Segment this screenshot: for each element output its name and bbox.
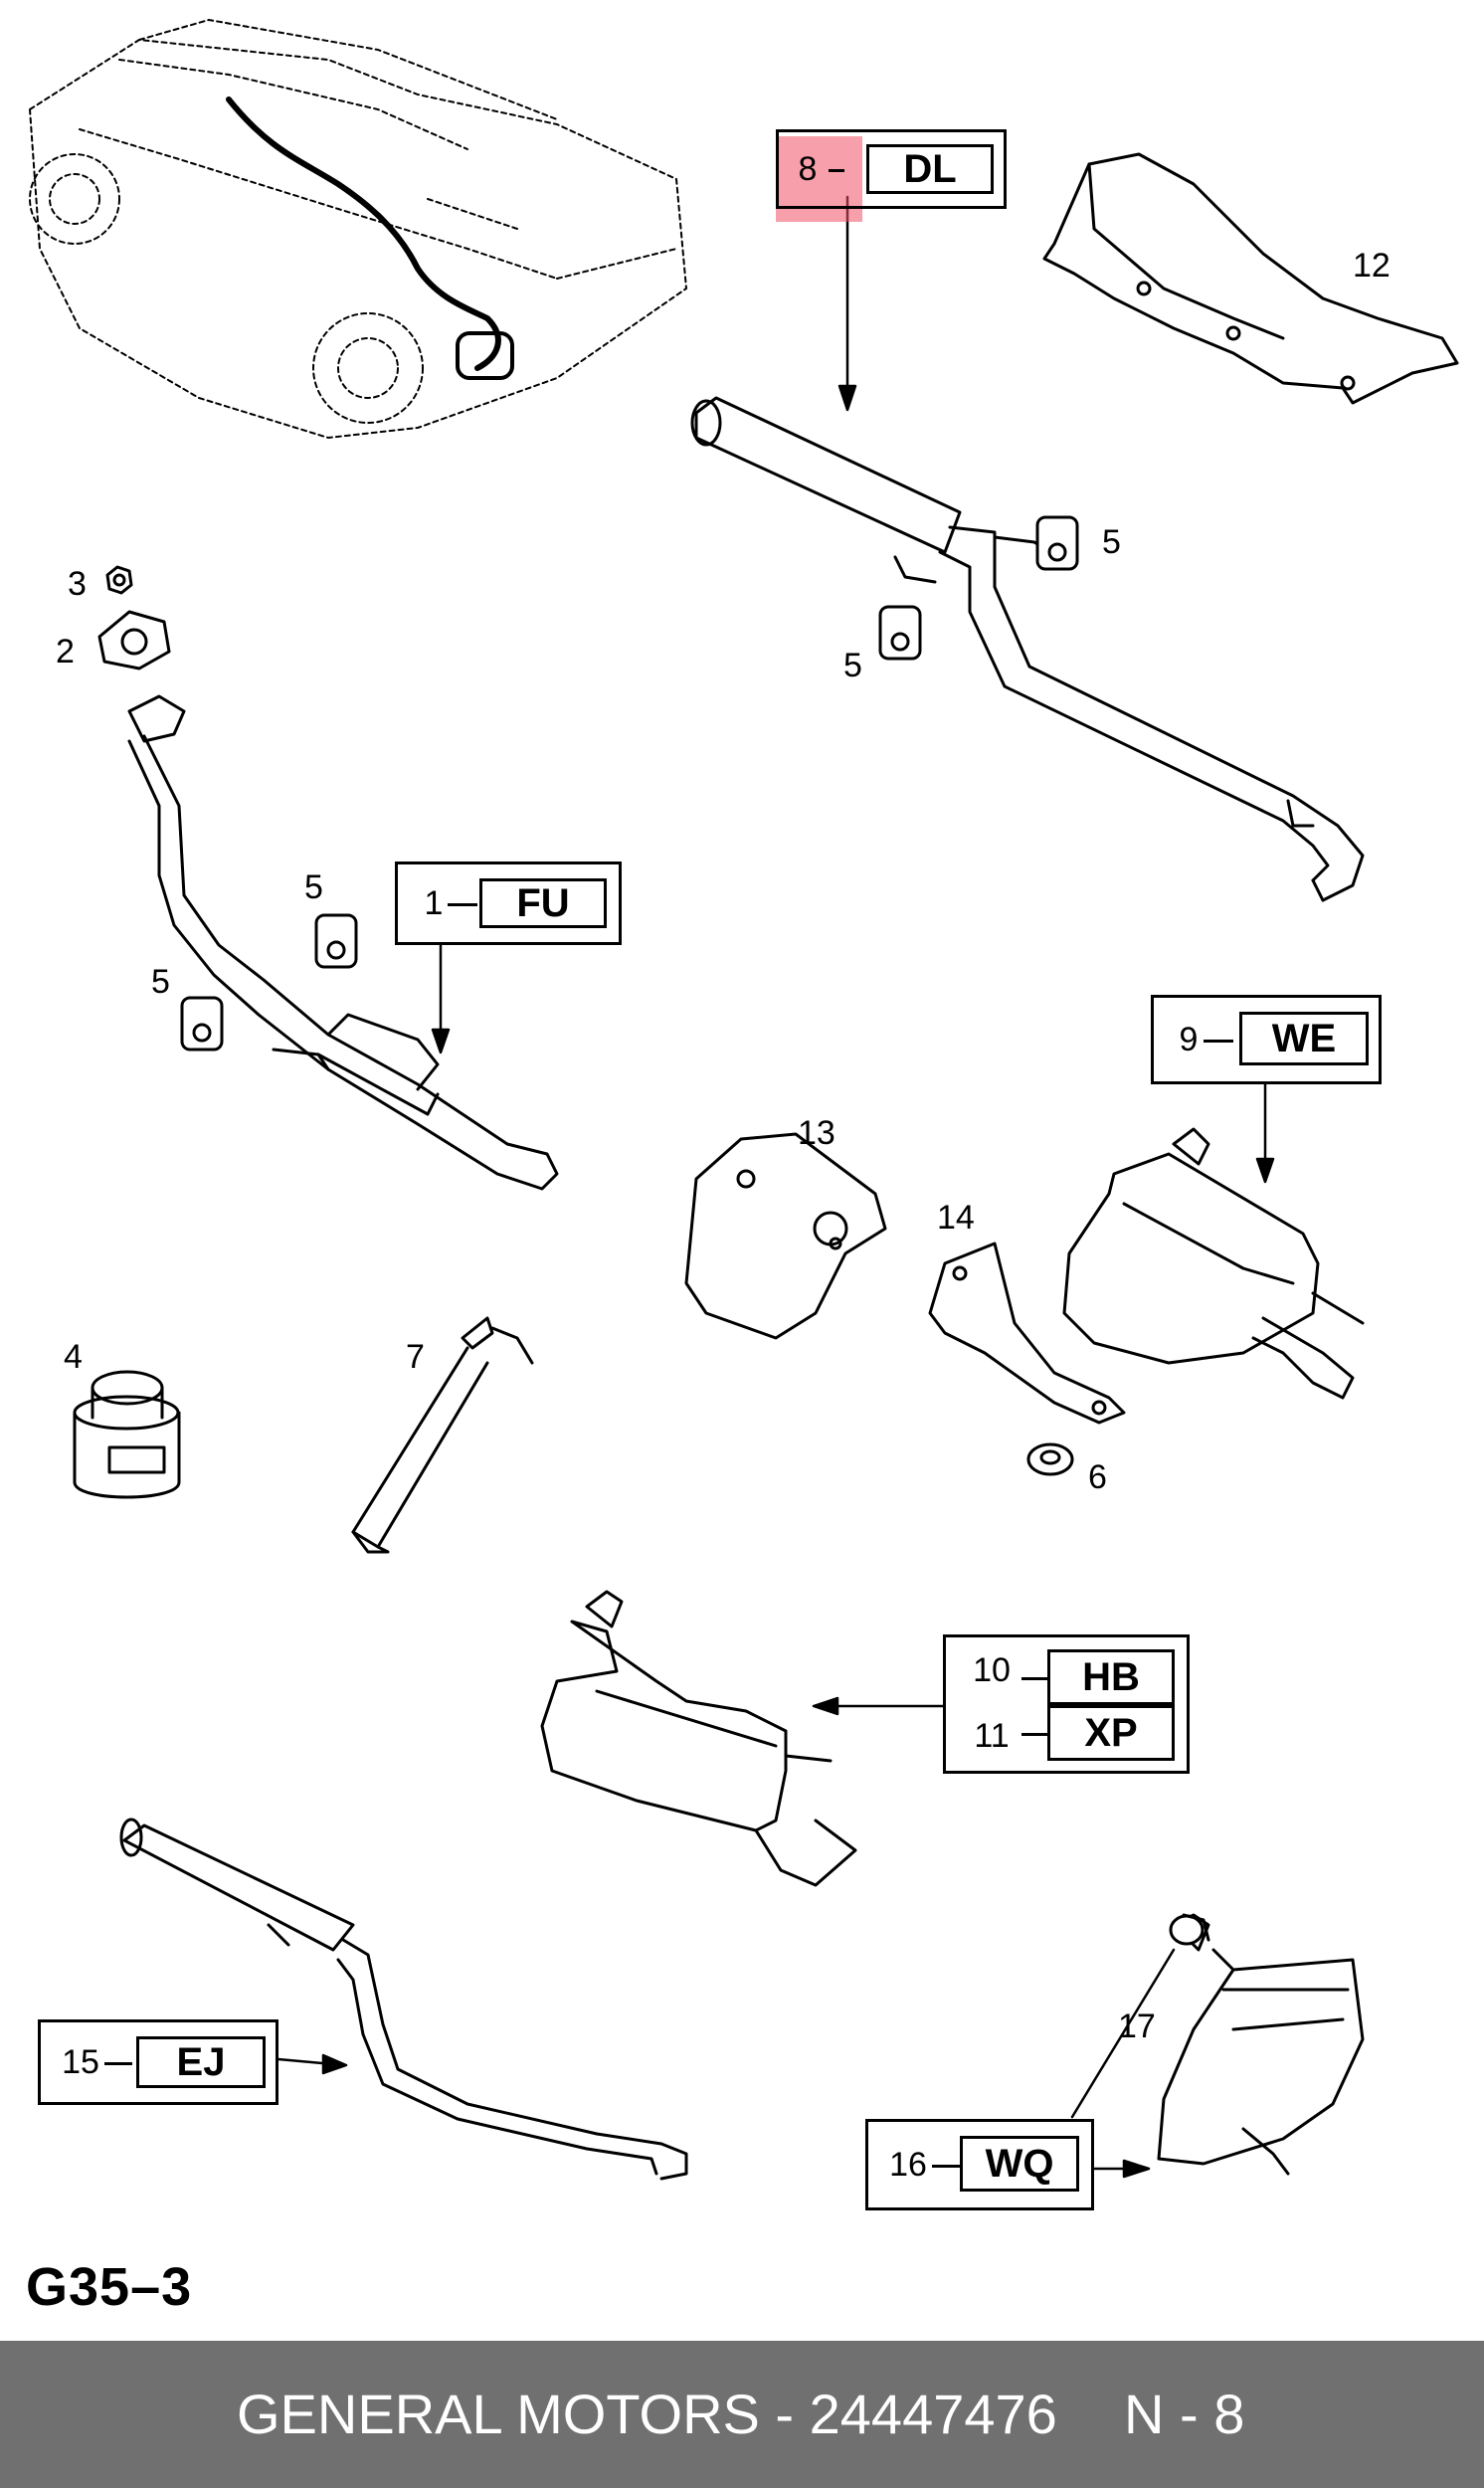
part-label-2: 2: [56, 633, 75, 670]
sealant-can-4: [73, 1370, 181, 1499]
clamp-17: [1169, 1913, 1210, 1946]
part-label-5: 5: [1102, 523, 1121, 561]
callout-tick: [104, 2062, 132, 2065]
callout-number: 1: [424, 883, 444, 922]
part-label-13: 13: [798, 1114, 835, 1152]
callout-tick: [932, 2165, 960, 2168]
part-label-4: 4: [64, 1338, 83, 1376]
callout-code: HB: [1047, 1649, 1175, 1705]
leader-lines: [277, 195, 1275, 2179]
part-label-5: 5: [151, 963, 170, 1001]
front-pipe-catalytic-converter-fu: [127, 694, 559, 1191]
callout-number: 10: [973, 1650, 1011, 1689]
footer-page-reference: N - 8: [1124, 2383, 1245, 2445]
callout-code: WE: [1239, 1012, 1369, 1065]
part-label-14: 14: [937, 1199, 975, 1237]
callout-code: EJ: [136, 2036, 266, 2088]
callout-tick: [448, 903, 477, 906]
callout-code: XP: [1047, 1705, 1175, 1761]
rear-muffler-we: [1062, 1127, 1365, 1400]
car-overview-drawing: [29, 19, 687, 439]
callout-10-11-hb-xp[interactable]: 10 11 HB XP: [943, 1634, 1190, 1774]
car-exhaust-path: [226, 96, 514, 380]
nut-and-gasket-drawings: [97, 565, 171, 670]
part-label-5: 5: [843, 647, 862, 684]
callout-9-we[interactable]: 9 WE: [1151, 995, 1382, 1084]
callout-code: DL: [866, 144, 994, 194]
part-label-3: 3: [68, 565, 87, 603]
rear-heat-shield-13: [684, 1132, 887, 1340]
callout-tick: [829, 169, 844, 172]
part-label-12: 12: [1353, 247, 1391, 285]
footer-bar: GENERAL MOTORS - 24447476 N - 8: [0, 2341, 1484, 2488]
callout-number: 8: [798, 149, 818, 188]
callout-8-dl[interactable]: 8 DL: [776, 129, 1007, 209]
callout-tick: [1021, 1733, 1047, 1736]
rear-muffler-hb-xp: [540, 1590, 857, 1887]
rubber-hanger-drawings: [180, 515, 1079, 1052]
washer-6: [1026, 1442, 1074, 1476]
callout-number: 16: [889, 2145, 927, 2184]
part-label-7: 7: [406, 1338, 425, 1376]
callout-code: WQ: [960, 2136, 1079, 2192]
part-label-17: 17: [1118, 2008, 1156, 2045]
footer-brand-part-number: GENERAL MOTORS - 24447476: [237, 2383, 1057, 2445]
heat-shield-drawing: [1042, 152, 1459, 405]
rear-pipe-ej: [119, 1818, 688, 2181]
callout-number: 11: [974, 1716, 1010, 1755]
sealant-tube-7: [351, 1316, 534, 1554]
callout-1-fu[interactable]: 1 FU: [395, 861, 622, 945]
page-code: G35–3: [26, 2257, 193, 2317]
callout-15-ej[interactable]: 15 EJ: [38, 2019, 278, 2105]
rear-muffler-wq: [1157, 1913, 1365, 2176]
callout-code: FU: [479, 878, 607, 928]
callout-number: 15: [62, 2042, 99, 2081]
callout-tick: [1021, 1677, 1047, 1680]
part-label-5: 5: [304, 868, 323, 906]
callout-number: 9: [1179, 1020, 1199, 1058]
part-label-6: 6: [1088, 1458, 1107, 1496]
callout-tick: [1204, 1040, 1233, 1043]
center-muffler-pipe-dl: [690, 396, 1365, 902]
callout-16-wq[interactable]: 16 WQ: [865, 2119, 1094, 2210]
muffler-bracket-14: [928, 1242, 1126, 1425]
